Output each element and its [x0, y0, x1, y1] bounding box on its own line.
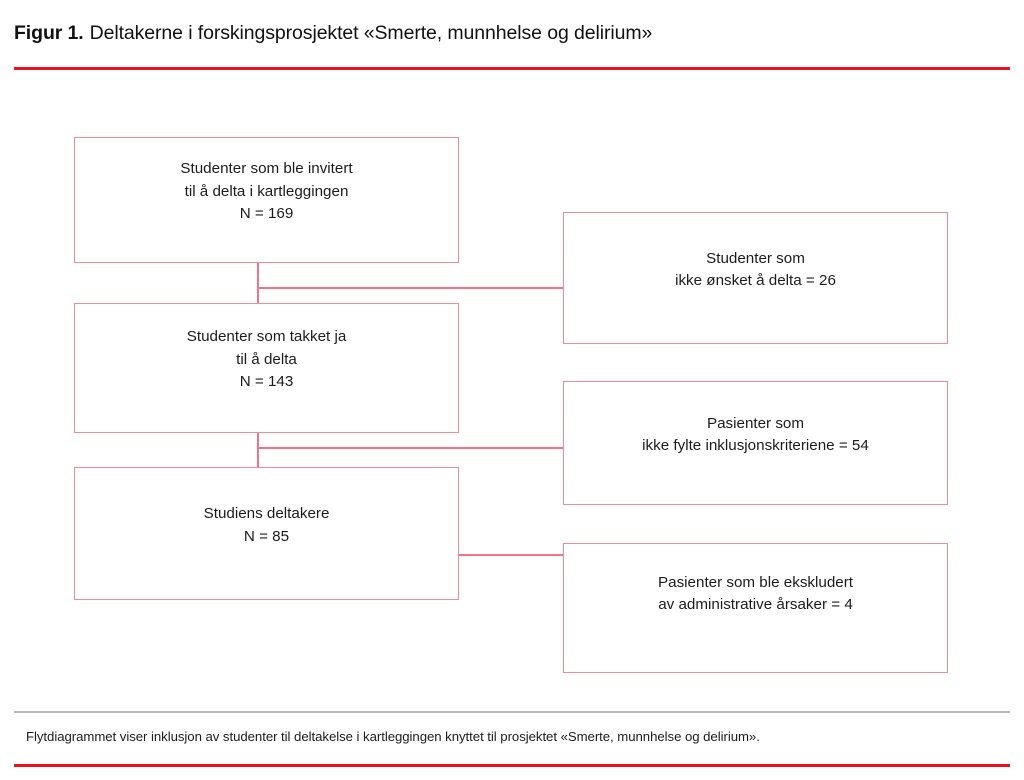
flow-box-participants-text: Studiens deltakere N = 85	[203, 505, 330, 545]
connector-branch-to-criteria	[257, 447, 564, 449]
header-rule	[14, 67, 1010, 70]
connector-branch-to-declined	[257, 287, 564, 289]
flow-box-declined-text: Studenter som ikke ønsket å delta = 26	[675, 249, 836, 290]
caption-divider	[14, 711, 1010, 713]
connector-invited-to-accepted	[257, 262, 259, 304]
figure-number-label: Figur 1.	[14, 22, 84, 44]
flow-box-declined: Studenter som ikke ønsket å delta = 26	[563, 212, 948, 344]
figure-caption: Flytdiagrammet viser inklusjon av studen…	[26, 729, 760, 744]
flow-box-invited-text: Studenter som ble invitert til å delta i…	[180, 160, 353, 223]
connector-accepted-to-participants	[257, 432, 259, 468]
flow-box-accepted-text: Studenter som takket ja til å delta N = …	[186, 328, 347, 391]
connector-branch-to-admin	[458, 554, 564, 556]
flow-box-criteria: Pasienter som ikke fylte inklusjonskrite…	[563, 381, 948, 505]
flow-box-invited: Studenter som ble invitert til å delta i…	[74, 137, 459, 263]
flow-box-participants: Studiens deltakere N = 85	[74, 467, 459, 600]
footer-rule	[14, 764, 1010, 767]
figure-title: Deltakerne i forskingsprosjektet «Smerte…	[89, 22, 653, 44]
flow-box-accepted: Studenter som takket ja til å delta N = …	[74, 303, 459, 433]
flow-box-criteria-text: Pasienter som ikke fylte inklusjonskrite…	[642, 414, 869, 455]
flow-box-admin: Pasienter som ble ekskludert av administ…	[563, 543, 948, 673]
flow-box-admin-text: Pasienter som ble ekskludert av administ…	[658, 573, 853, 614]
figure-header: Figur 1. Deltakerne i forskingsprosjekte…	[14, 22, 1010, 52]
